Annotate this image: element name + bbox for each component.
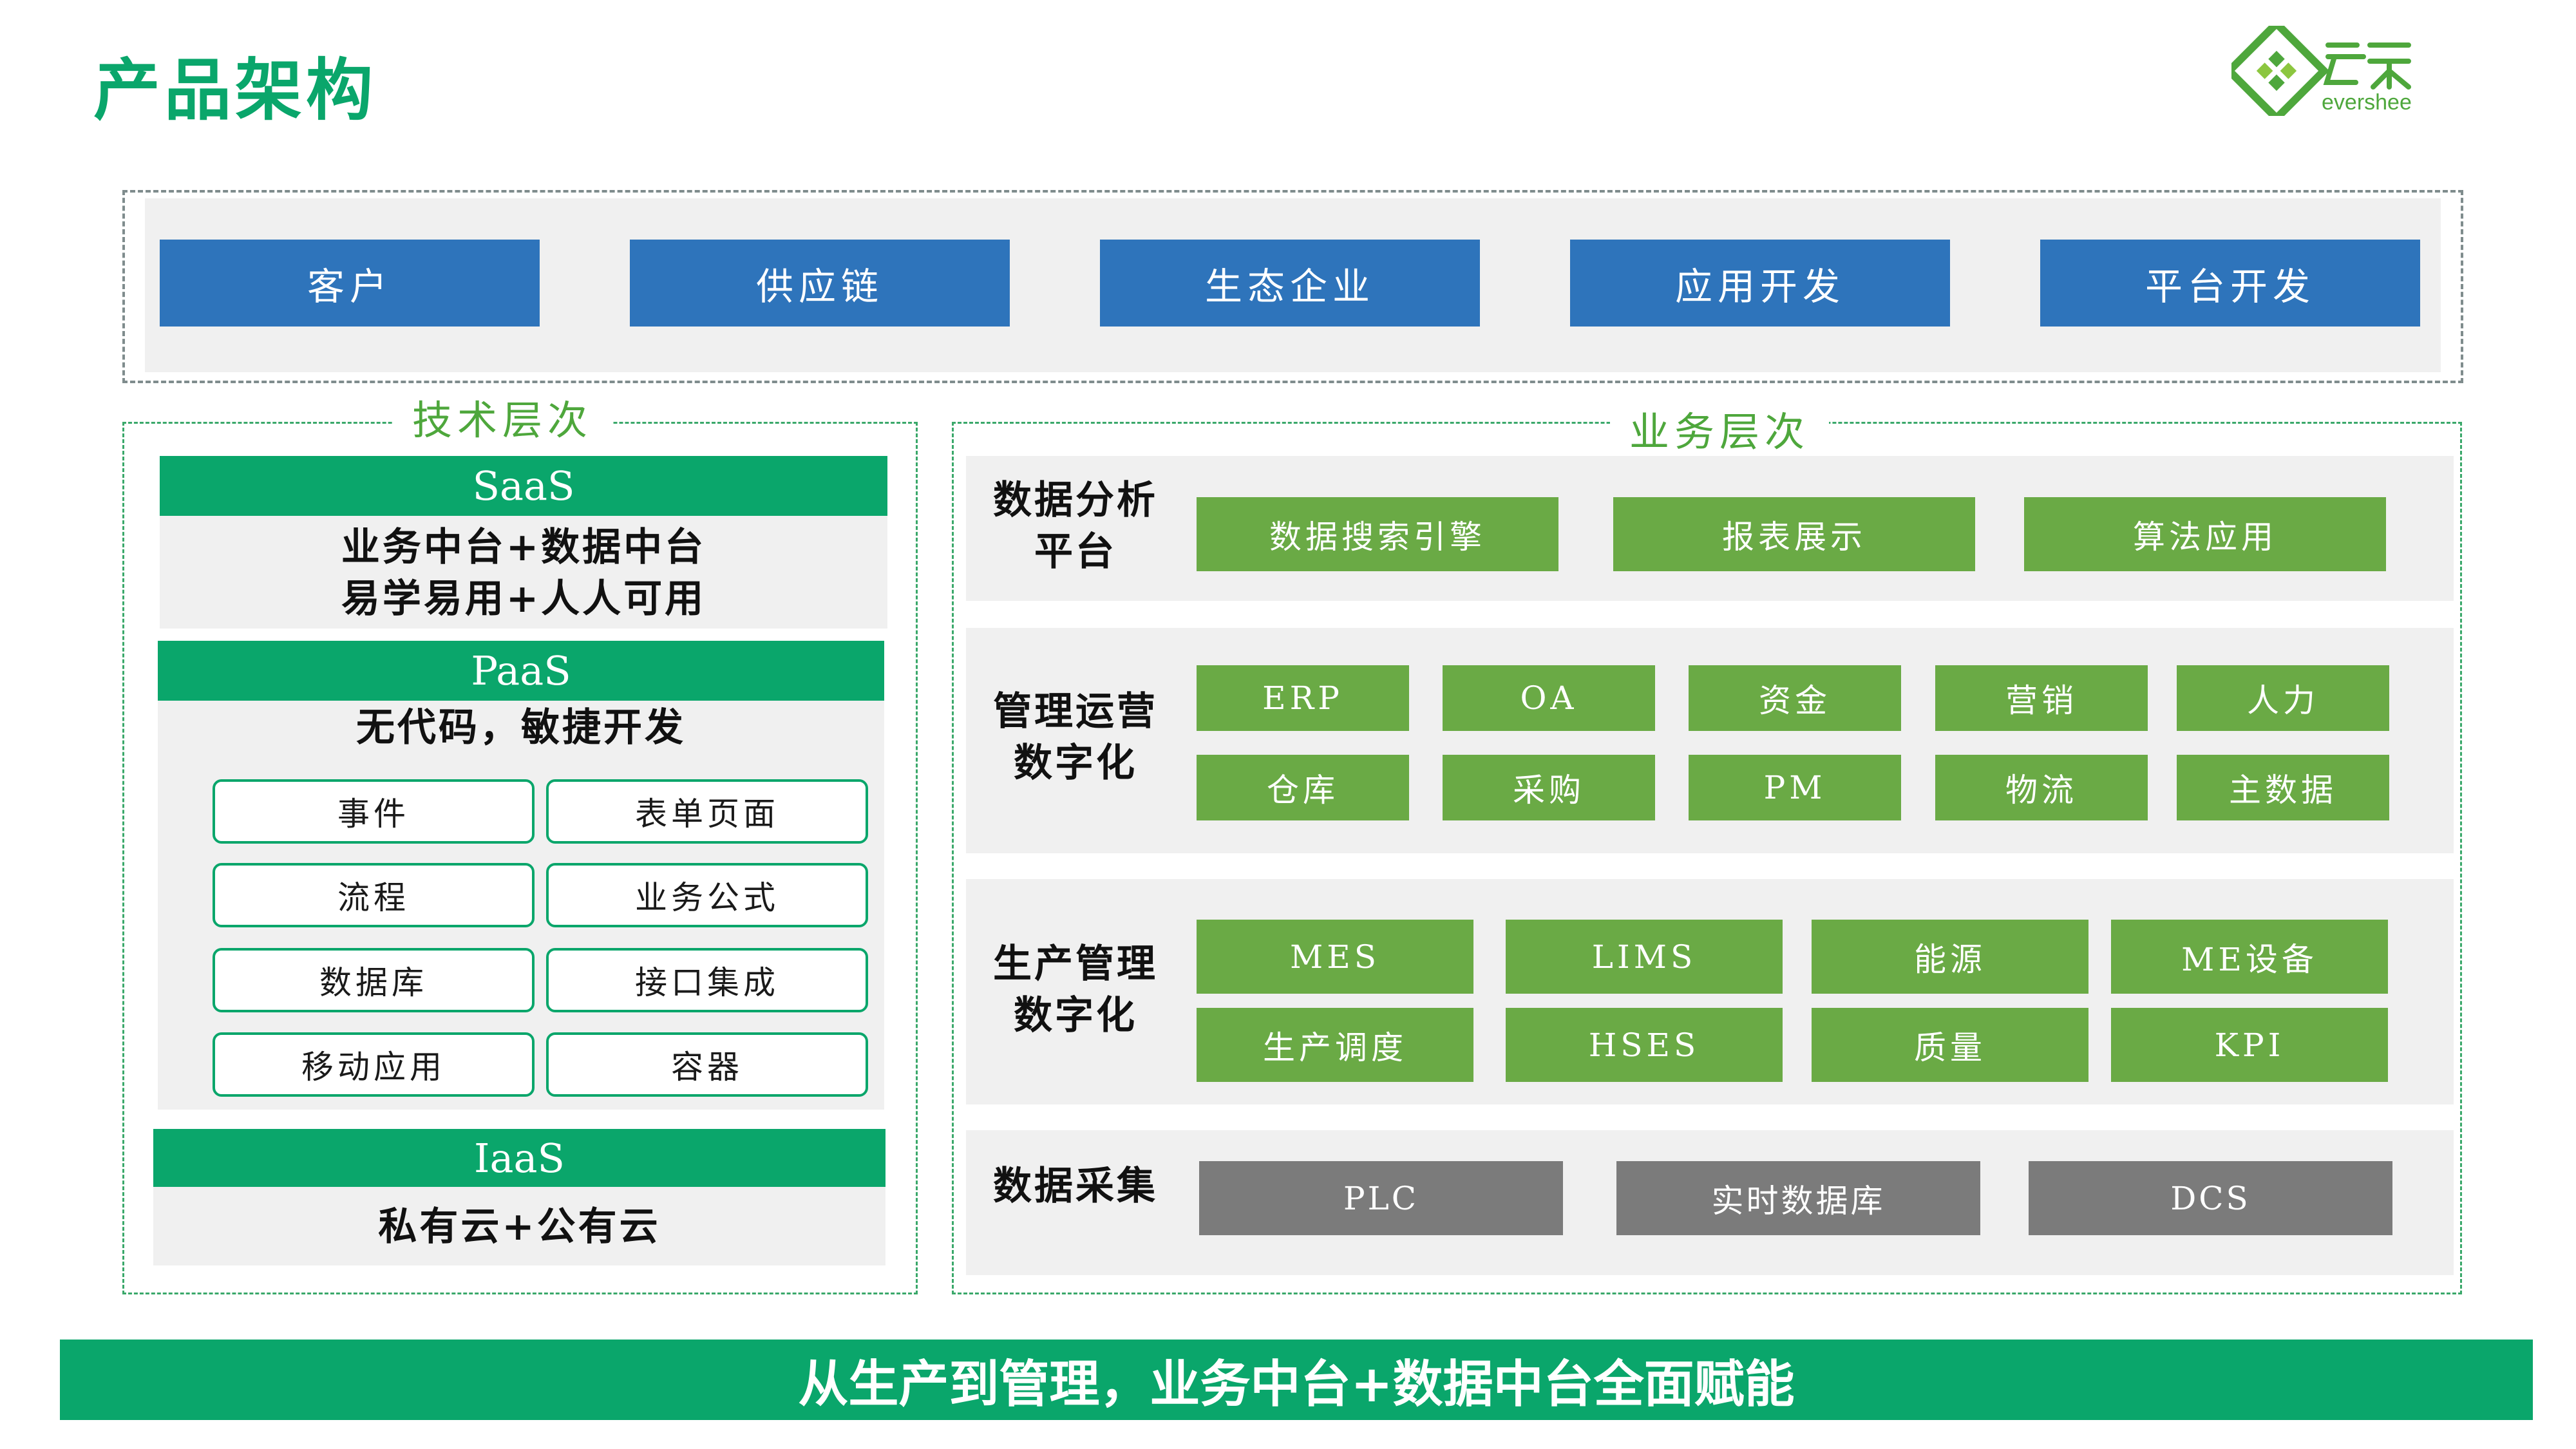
analysis-item-search-engine: 数据搜索引擎 bbox=[1197, 497, 1558, 571]
paas-item-api-integration: 接口集成 bbox=[546, 948, 868, 1012]
prod-item-kpi: KPI bbox=[2111, 1008, 2388, 1082]
paas-item-mobile-app: 移动应用 bbox=[213, 1032, 535, 1097]
top-item-platform-dev: 平台开发 bbox=[2040, 240, 2420, 327]
logo-wordmark: evershee bbox=[2322, 90, 2412, 115]
prod-row-label-1: 生产管理 bbox=[993, 942, 1158, 987]
top-item-ecosystem: 生态企业 bbox=[1100, 240, 1480, 327]
ops-item-purchasing: 采购 bbox=[1443, 755, 1655, 820]
ops-item-hr: 人力 bbox=[2177, 665, 2389, 731]
analysis-item-report: 报表展示 bbox=[1613, 497, 1975, 571]
top-item-supply-chain: 供应链 bbox=[630, 240, 1010, 327]
ops-item-pm: PM bbox=[1689, 755, 1901, 820]
prod-item-me-equipment: ME设备 bbox=[2111, 920, 2388, 994]
saas-line-2: 易学易用+人人可用 bbox=[341, 576, 706, 621]
ops-item-warehouse: 仓库 bbox=[1197, 755, 1409, 820]
prod-item-hses: HSES bbox=[1506, 1008, 1783, 1082]
prod-item-scheduling: 生产调度 bbox=[1197, 1008, 1473, 1082]
paas-item-container: 容器 bbox=[546, 1032, 868, 1097]
prod-item-quality: 质量 bbox=[1812, 1008, 2088, 1082]
ops-item-master-data: 主数据 bbox=[2177, 755, 2389, 820]
paas-description: 无代码，敏捷开发 bbox=[356, 705, 686, 750]
paas-header: PaaS bbox=[158, 641, 884, 701]
top-item-customer: 客户 bbox=[160, 240, 540, 327]
page-title: 产品架构 bbox=[93, 51, 377, 129]
ops-item-funds: 资金 bbox=[1689, 665, 1901, 731]
ops-item-marketing: 营销 bbox=[1935, 665, 2148, 731]
iaas-panel bbox=[153, 1187, 886, 1265]
collect-item-realtime-db: 实时数据库 bbox=[1616, 1161, 1980, 1235]
prod-item-mes: MES bbox=[1197, 920, 1473, 994]
saas-panel bbox=[160, 516, 887, 629]
collect-row-label: 数据采集 bbox=[993, 1164, 1158, 1209]
paas-item-business-formula: 业务公式 bbox=[546, 863, 868, 927]
ops-item-oa: OA bbox=[1443, 665, 1655, 731]
ops-row-label-2: 数字化 bbox=[1014, 741, 1137, 786]
bottom-banner: 从生产到管理，业务中台+数据中台全面赋能 bbox=[60, 1340, 2533, 1420]
ops-row-label-1: 管理运营 bbox=[993, 689, 1158, 734]
saas-line-1: 业务中台+数据中台 bbox=[341, 525, 706, 570]
business-layer-label: 业务层次 bbox=[1610, 399, 1830, 457]
collect-item-dcs: DCS bbox=[2029, 1161, 2392, 1235]
paas-item-event: 事件 bbox=[213, 779, 535, 844]
evershee-logo bbox=[2231, 26, 2411, 116]
ops-item-erp: ERP bbox=[1197, 665, 1409, 731]
iaas-description: 私有云+公有云 bbox=[378, 1204, 661, 1249]
prod-item-energy: 能源 bbox=[1812, 920, 2088, 994]
prod-item-lims: LIMS bbox=[1506, 920, 1783, 994]
collect-item-plc: PLC bbox=[1199, 1161, 1563, 1235]
paas-item-database: 数据库 bbox=[213, 948, 535, 1012]
analysis-item-algorithm: 算法应用 bbox=[2024, 497, 2386, 571]
analysis-row-label-1: 数据分析 bbox=[993, 478, 1158, 523]
saas-header: SaaS bbox=[160, 456, 887, 516]
top-item-app-dev: 应用开发 bbox=[1570, 240, 1950, 327]
top-stakeholders-frame bbox=[122, 190, 2463, 383]
paas-item-form-page: 表单页面 bbox=[546, 779, 868, 844]
paas-item-workflow: 流程 bbox=[213, 863, 535, 927]
tech-layer-label: 技术层次 bbox=[393, 388, 612, 446]
prod-row-label-2: 数字化 bbox=[1014, 993, 1137, 1038]
ops-item-logistics: 物流 bbox=[1935, 755, 2148, 820]
analysis-row-label-2: 平台 bbox=[1034, 529, 1117, 574]
iaas-header: IaaS bbox=[153, 1129, 886, 1187]
